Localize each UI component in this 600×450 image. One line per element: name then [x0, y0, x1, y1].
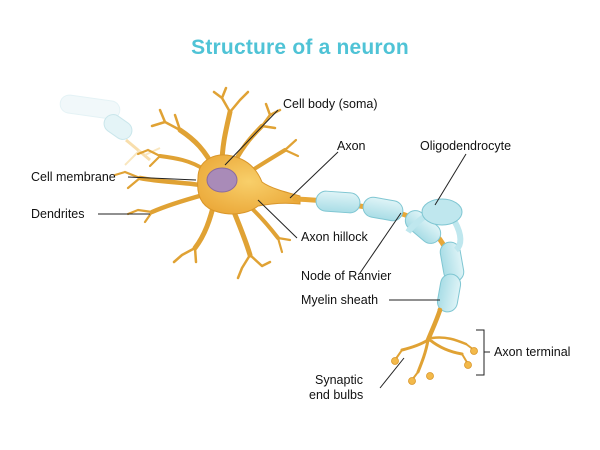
- leader-axon: [289, 151, 339, 199]
- leader-cell-membrane: [127, 176, 197, 181]
- label-cell-body: Cell body (soma): [283, 97, 378, 111]
- label-axon-terminal: Axon terminal: [494, 345, 571, 359]
- nucleus-graphic: [206, 167, 238, 193]
- synaptic-end-bulbs-graphic: [391, 347, 478, 385]
- label-axon: Axon: [337, 139, 366, 153]
- label-synaptic-line2: end bulbs: [309, 388, 364, 402]
- label-myelin-sheath: Myelin sheath: [301, 293, 379, 307]
- label-dendrites: Dendrites: [31, 207, 85, 221]
- axon-terminal-graphic: [394, 307, 475, 381]
- label-synaptic-line1: Synaptic: [315, 373, 363, 387]
- leader-axon-hillock: [257, 199, 298, 239]
- leader-node-of-ranvier: [359, 212, 402, 274]
- leader-synaptic: [379, 357, 405, 389]
- label-axon-hillock: Axon hillock: [301, 230, 368, 244]
- label-node-of-ranvier: Node of Ranvier: [301, 269, 392, 283]
- diagram-title: Structure of a neuron: [191, 36, 409, 59]
- label-oligodendrocyte: Oligodendrocyte: [420, 139, 512, 153]
- leader-cell-body: [224, 109, 279, 166]
- leader-oligodendrocyte: [434, 153, 467, 206]
- oligodendrocyte-graphic: [405, 198, 464, 253]
- label-cell-membrane: Cell membrane: [31, 170, 116, 184]
- leader-lines: [98, 109, 490, 389]
- faded-adjacent-axon: [59, 94, 161, 166]
